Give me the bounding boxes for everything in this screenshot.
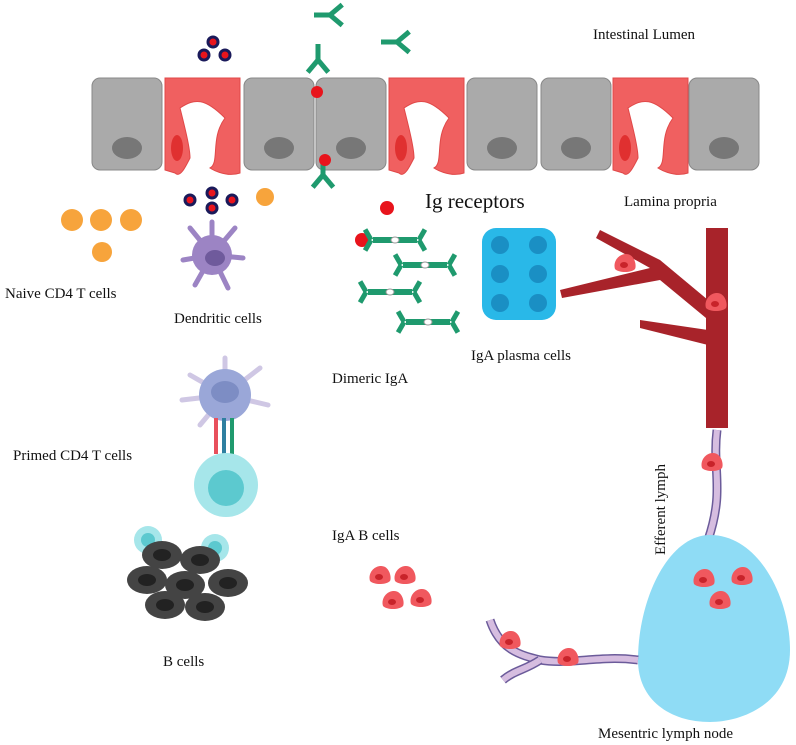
label-naive-cd4: Naive CD4 T cells	[5, 286, 117, 302]
label-mesentric-node: Mesentric lymph node	[598, 726, 733, 742]
dimeric-iga-group	[357, 227, 461, 335]
antigen	[380, 201, 394, 215]
antigen	[355, 233, 369, 247]
iga-plasma-cells	[482, 228, 556, 320]
epithelium	[91, 77, 760, 175]
iga-b-cells	[369, 565, 432, 609]
label-iga-plasma: IgA plasma cells	[471, 348, 571, 364]
label-dimeric-iga: Dimeric IgA	[332, 371, 408, 387]
label-b-cells: B cells	[163, 654, 204, 670]
label-primed-cd4: Primed CD4 T cells	[13, 448, 132, 464]
dendritic-cell	[180, 219, 246, 291]
mesentric-lymph-node	[638, 535, 790, 722]
label-intestinal-lumen: Intestinal Lumen	[593, 27, 696, 43]
naive-cd4-t-cells	[61, 188, 274, 262]
blood-vessel	[560, 228, 728, 428]
label-efferent-lymph: Efferent lymph	[653, 464, 669, 555]
antigen-cluster-lumen	[197, 35, 232, 62]
antigen-cluster-dc	[183, 186, 239, 215]
efferent-lymph-vessel	[701, 429, 723, 542]
label-iga-b-cells: IgA B cells	[332, 528, 400, 544]
lumen-antibodies	[305, 2, 411, 189]
afferent-lymph-vessel	[485, 618, 639, 684]
label-ig-receptors: Ig receptors	[425, 189, 525, 213]
primed-cd4-t-cell-complex	[179, 355, 271, 517]
label-lamina-propria: Lamina propria	[624, 194, 717, 210]
b-cells	[127, 526, 248, 621]
label-dendritic: Dendritic cells	[174, 311, 262, 327]
